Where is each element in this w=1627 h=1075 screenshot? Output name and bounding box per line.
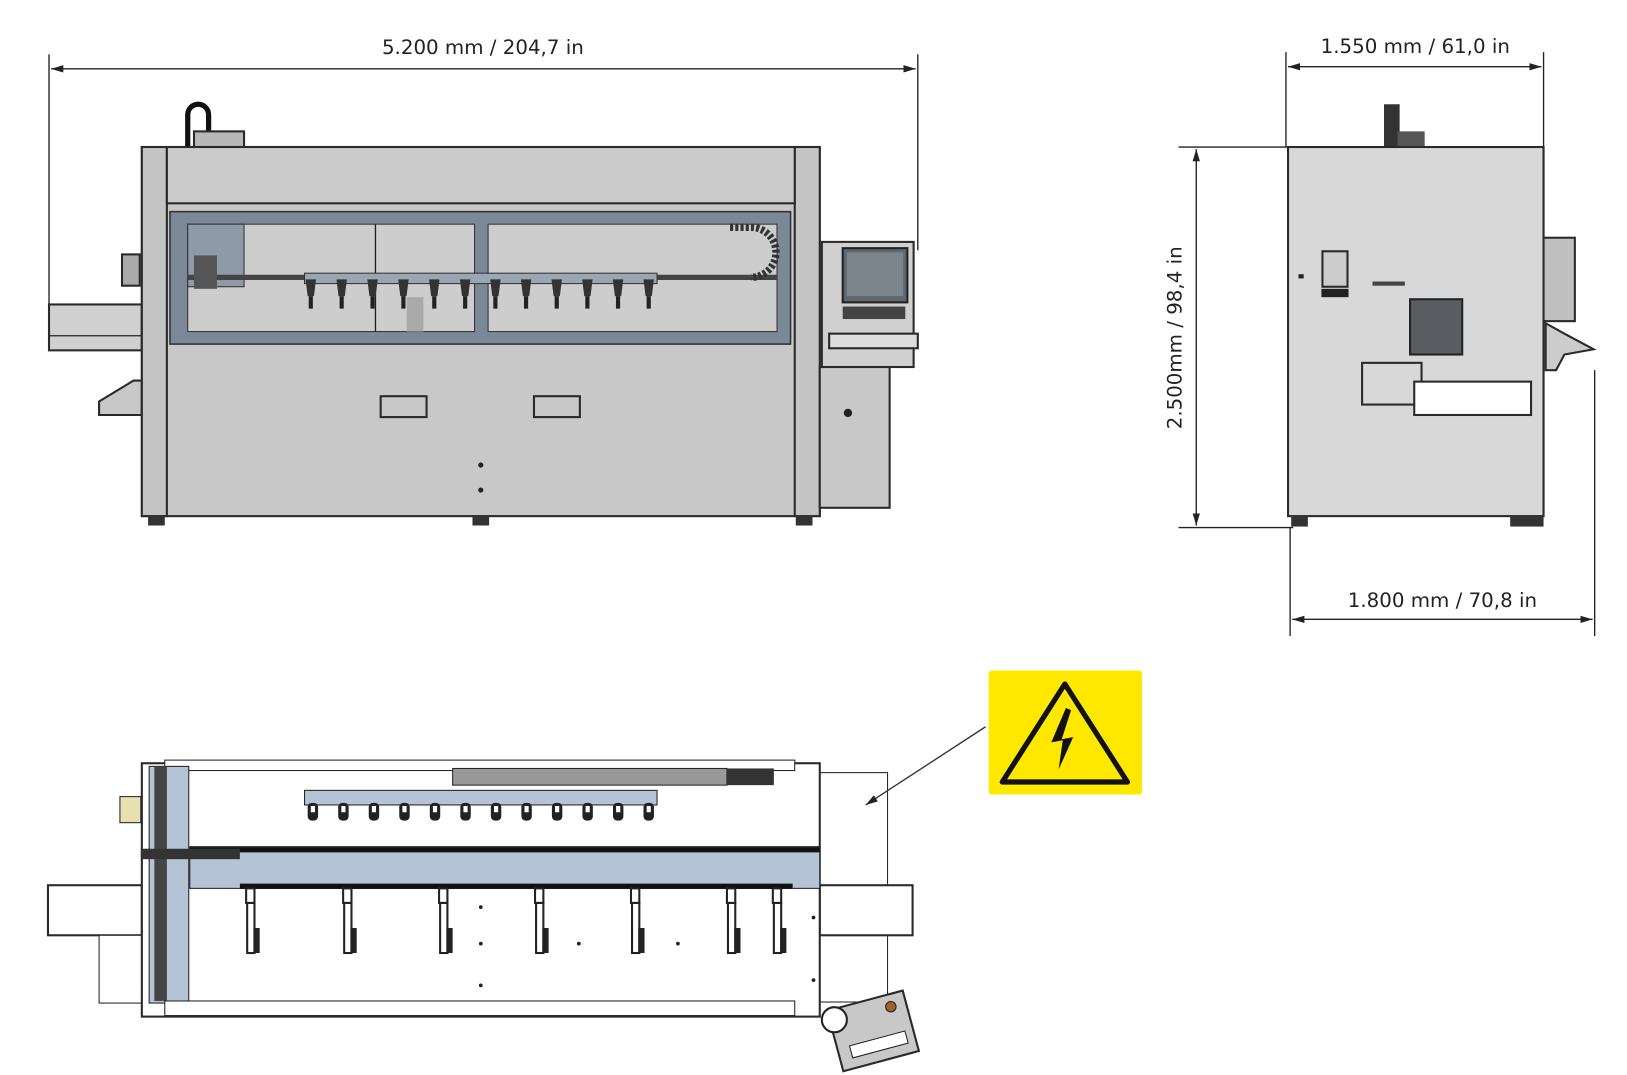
plan-nozzle <box>399 802 410 821</box>
machine-feet <box>148 516 813 526</box>
front-nozzle <box>398 279 409 309</box>
dimension-side-width: 1.550 mm / 61,0 in <box>1285 35 1545 148</box>
plan-nozzle <box>551 802 563 821</box>
high-voltage-icon <box>999 681 1131 785</box>
side-switch <box>120 253 141 287</box>
plan-clamp <box>771 887 787 955</box>
dimension-label-length: 5.200 mm / 204,7 in <box>382 36 584 59</box>
dimension-label-depth: 1.800 mm / 70,8 in <box>1348 589 1537 612</box>
front-nozzle <box>305 279 317 309</box>
plan-clamp <box>725 887 741 955</box>
plan-view <box>46 759 921 1073</box>
plan-nozzle <box>460 802 471 821</box>
dimension-label-width: 1.550 mm / 61,0 in <box>1321 35 1510 58</box>
plan-nozzle <box>307 802 319 821</box>
front-nozzle <box>367 279 378 309</box>
front-nozzle <box>336 279 347 309</box>
front-nozzle <box>429 279 440 309</box>
infeed-guide <box>98 379 143 417</box>
front-nozzle <box>490 279 501 309</box>
dimension-label-height: 2.500mm / 98,4 in <box>1164 246 1187 429</box>
plan-clamp-group <box>245 887 816 988</box>
leader-line <box>865 726 986 806</box>
side-hatch <box>1409 298 1464 356</box>
plan-clamp <box>342 887 357 955</box>
dimension-front-length: 5.200 mm / 204,7 in <box>48 36 919 345</box>
plan-nozzle <box>582 802 593 821</box>
plan-nozzle <box>338 802 349 821</box>
front-nozzle <box>551 279 562 309</box>
front-nozzle <box>459 279 471 309</box>
cable-chain <box>730 223 780 282</box>
front-nozzle <box>643 279 654 309</box>
front-view: 5.200 mm / 204,7 in <box>47 36 919 526</box>
front-nozzle <box>520 279 532 309</box>
plan-nozzle <box>368 802 380 821</box>
plan-clamp <box>245 887 260 955</box>
plan-nozzle <box>521 802 532 821</box>
plan-nozzle <box>643 802 654 821</box>
side-view: 1.550 mm / 61,0 in 2.500mm / 98,4 in 1.8… <box>1164 35 1597 637</box>
plan-clamp <box>438 887 453 955</box>
plan-nozzle <box>490 802 502 821</box>
plan-clamp <box>629 887 645 955</box>
dimension-height: 2.500mm / 98,4 in <box>1164 146 1294 529</box>
top-hook <box>185 101 212 148</box>
access-handle-left <box>379 395 428 419</box>
plan-clamp <box>533 887 549 955</box>
front-nozzle <box>612 279 624 309</box>
dimension-side-depth: 1.800 mm / 70,8 in <box>1289 370 1596 637</box>
plan-nozzle <box>429 802 441 821</box>
warning-sign <box>865 670 1143 806</box>
infeed-table <box>47 303 143 352</box>
plan-top-nozzle-group <box>307 802 654 821</box>
handwheel-unit <box>825 989 921 1073</box>
plan-horizontal-beam <box>189 846 821 889</box>
front-nozzle <box>582 279 593 309</box>
access-handle-right <box>532 395 581 419</box>
side-chimney <box>1383 104 1400 148</box>
plan-nozzle <box>612 802 624 821</box>
front-nozzle-group <box>304 272 658 309</box>
